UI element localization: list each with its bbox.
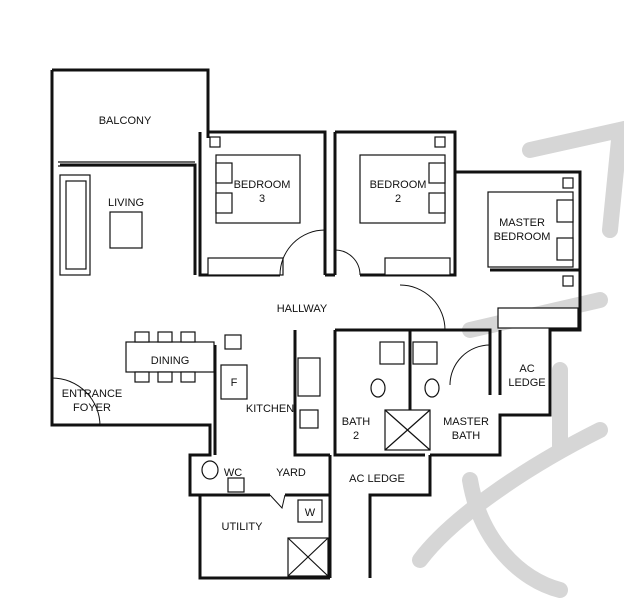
master-door-swing (399, 284, 446, 331)
label-washer: W (305, 507, 316, 519)
bathroom-fixtures (370, 341, 440, 451)
bedroom-2-door-swing (334, 249, 361, 276)
label-bedroom-2: BEDROOM (370, 179, 427, 191)
label-master-bath-2: BATH (452, 430, 481, 442)
label-wc: WC (224, 467, 242, 479)
bedroom-2-furniture (359, 136, 451, 276)
label-hallway: HALLWAY (277, 303, 328, 315)
label-master-bedroom-1: MASTER (499, 217, 545, 229)
label-foyer: FOYER (73, 402, 111, 414)
label-dining: DINING (151, 355, 190, 367)
dining-table (125, 341, 215, 373)
entrance-door-swing (51, 377, 101, 427)
bedroom-3-furniture (207, 136, 301, 276)
label-balcony: BALCONY (99, 115, 152, 127)
label-bath-2-number: 2 (353, 430, 359, 442)
label-bath-2: BATH (342, 416, 371, 428)
label-ac-ledge-right-2: LEDGE (508, 377, 545, 389)
walls (50, 68, 582, 580)
watermark (412, 120, 624, 598)
label-living: LIVING (108, 197, 144, 209)
yard-door-swing (269, 494, 286, 510)
label-bedroom-3-number: 3 (259, 193, 265, 205)
dining-chairs (134, 331, 196, 383)
label-bedroom-3: BEDROOM (234, 179, 291, 191)
balcony-railing (58, 161, 195, 167)
label-ac-ledge-right-1: AC (519, 363, 534, 375)
label-bedroom-2-number: 2 (395, 193, 401, 205)
master-bedroom-furniture (487, 177, 579, 329)
sofa-seat (65, 180, 87, 270)
label-utility: UTILITY (222, 521, 264, 533)
label-kitchen: KITCHEN (246, 403, 294, 415)
label-ac-ledge-bottom: AC LEDGE (349, 473, 405, 485)
washer-box (297, 499, 323, 523)
master-bath-door-swing (449, 344, 491, 386)
label-master-bath-1: MASTER (443, 416, 489, 428)
coffee-table (109, 211, 143, 249)
kitchen-fixtures (220, 334, 321, 429)
label-fridge: F (231, 377, 238, 389)
label-entrance: ENTRANCE (62, 388, 123, 400)
label-master-bedroom-2: BEDROOM (494, 231, 551, 243)
bedroom-3-door-swing (279, 229, 326, 276)
wc-fixtures (201, 460, 245, 493)
utility-shower (287, 537, 329, 577)
label-yard: YARD (276, 467, 306, 479)
